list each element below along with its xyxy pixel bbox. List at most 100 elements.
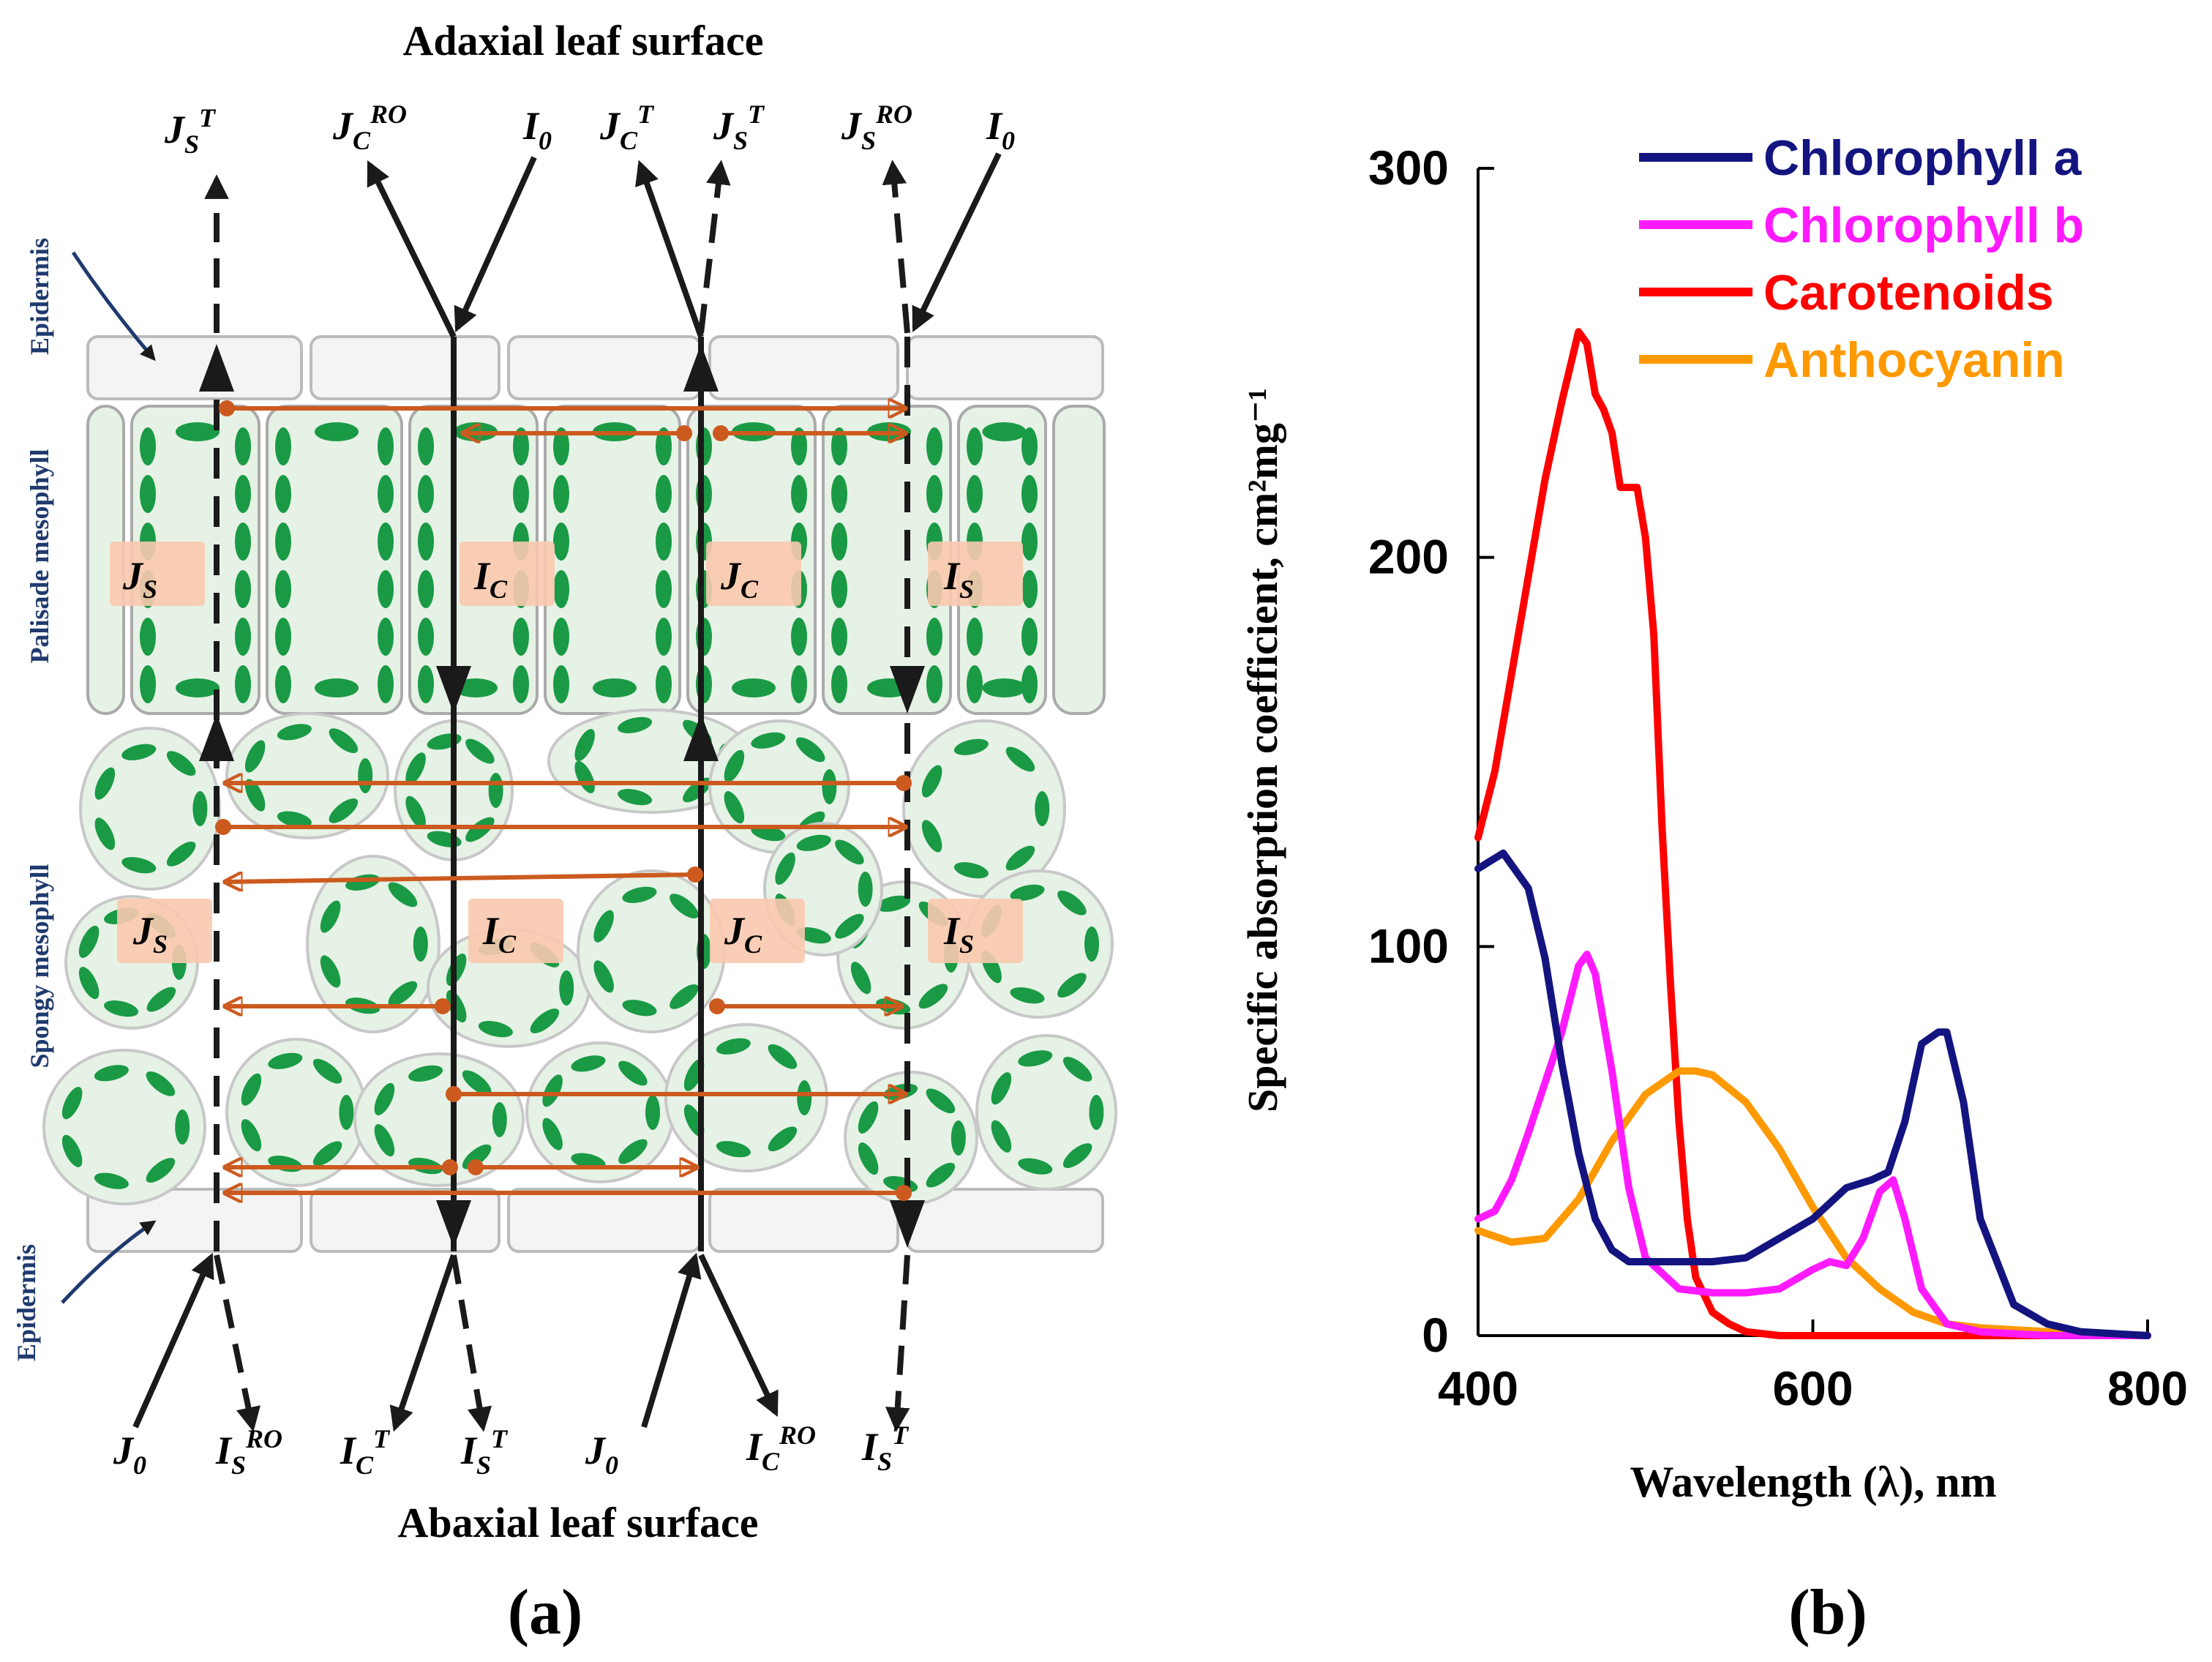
chloroplast <box>315 678 359 697</box>
chloroplast <box>378 523 394 561</box>
chloroplast <box>192 791 208 826</box>
chloroplast <box>465 817 495 842</box>
chloroplast <box>94 1065 129 1082</box>
chloroplast <box>926 1088 956 1114</box>
exchange-arrows <box>215 400 912 1201</box>
epidermis-pointer-arrow-top <box>71 251 156 362</box>
outgoing-scattered-arrow <box>698 160 731 334</box>
chloroplast <box>275 618 291 656</box>
chloroplast <box>967 665 983 703</box>
chloroplast <box>358 758 373 793</box>
layer-label-epidermis-bottom: Epidermis <box>12 1244 41 1361</box>
leaf-tissue <box>42 333 1117 1253</box>
layer-label-spongy: Spongy mesophyll <box>25 864 54 1068</box>
abaxial-surface-title: Abaxial leaf surface <box>398 1499 759 1546</box>
svg-text:JC: JC <box>720 554 759 604</box>
chloroplast <box>645 1095 660 1130</box>
chloroplast <box>791 475 807 513</box>
chloroplast <box>967 427 983 465</box>
transmitted-scattered-arrow <box>451 1254 492 1432</box>
chloroplast <box>553 665 569 703</box>
adaxial-surface-title: Adaxial leaf surface <box>403 17 764 64</box>
chloroplast <box>241 1119 262 1152</box>
chloroplast <box>388 981 418 1006</box>
panel-a-caption: (a) <box>508 1577 583 1648</box>
flux-arrowhead <box>199 714 234 761</box>
chloroplast <box>831 618 847 656</box>
chloroplast <box>121 744 157 760</box>
chloroplast <box>146 987 176 1012</box>
chloroplast <box>831 523 847 561</box>
chloroplast <box>235 475 251 513</box>
series-line-anthocyanin <box>1474 1067 2151 1339</box>
series-line-carotenoids <box>1474 328 2151 1339</box>
chloroplast <box>235 618 251 656</box>
data-series <box>1474 328 2151 1339</box>
chloroplast <box>831 665 847 703</box>
chloroplast <box>768 1126 798 1152</box>
chloroplast <box>656 523 672 561</box>
chloroplast <box>795 737 825 763</box>
flux-label-top: I0 <box>522 104 552 155</box>
flux-label-top: JST <box>713 100 765 155</box>
chloroplast <box>1021 570 1038 608</box>
chloroplast <box>418 475 434 513</box>
incident-light-arrow <box>912 152 1002 333</box>
chloroplast <box>716 1141 751 1158</box>
chloroplast <box>405 752 426 785</box>
reflected-collimated-arrow <box>367 160 457 338</box>
top-flux-labels: JST JCRO I0 JCT JST JSRO I0 <box>164 100 1015 159</box>
chloroplast <box>378 427 394 465</box>
chloroplast <box>146 1158 176 1183</box>
y-tick-label: 200 <box>1368 530 1449 584</box>
exchange-origin-dot <box>435 998 451 1014</box>
layer-label-palisade: Palisade mesophyll <box>25 449 54 663</box>
chloroplast <box>104 1000 139 1017</box>
chloroplast <box>378 475 394 513</box>
chloroplast <box>418 427 434 465</box>
chloroplast <box>926 427 942 465</box>
epidermis-cell <box>86 1188 303 1253</box>
chloroplast <box>166 842 196 866</box>
flux-label-bottom: ISRO <box>215 1424 282 1480</box>
chloroplast <box>982 422 1027 441</box>
transmitted-collimated-arrow <box>635 160 704 338</box>
epidermis-pointer-arrow-bottom <box>61 1220 157 1304</box>
chloroplast <box>593 960 614 993</box>
chloroplast <box>618 789 653 806</box>
flux-label-box: IS <box>928 899 1023 963</box>
chloroplast <box>478 1021 513 1038</box>
chloroplast <box>275 475 291 513</box>
chloroplast <box>553 427 569 465</box>
chloroplast <box>488 773 503 808</box>
palisade-cell <box>1052 405 1106 715</box>
flux-label-bottom: ICT <box>340 1424 391 1480</box>
flux-arrowhead <box>436 1200 471 1248</box>
flux-arrowhead <box>683 714 719 761</box>
chloroplast <box>656 475 672 513</box>
chloroplast <box>374 1124 395 1157</box>
chloroplast <box>1018 1158 1053 1175</box>
flux-label-bottom: IST <box>861 1420 910 1476</box>
flux-label-box: IS <box>928 542 1023 606</box>
y-tick-label: 300 <box>1368 141 1449 195</box>
chloroplast <box>513 618 529 656</box>
chloroplast <box>277 724 312 741</box>
chloroplast <box>235 665 251 703</box>
flux-label-top: JCT <box>599 100 655 155</box>
chloroplast <box>1010 884 1045 901</box>
chloroplast <box>571 1055 606 1072</box>
x-tick-label: 400 <box>1438 1361 1518 1415</box>
chloroplast <box>235 427 251 465</box>
chloroplast <box>768 1044 798 1069</box>
chloroplast <box>926 1162 956 1188</box>
epidermis-cell <box>708 1188 899 1253</box>
chloroplast <box>553 523 569 561</box>
chloroplast <box>593 910 614 943</box>
epidermis-cell <box>906 335 1104 400</box>
chloroplast <box>166 751 196 776</box>
flux-label-box: IC <box>468 899 563 963</box>
chloroplast <box>618 1060 648 1086</box>
chloroplast <box>140 665 156 703</box>
